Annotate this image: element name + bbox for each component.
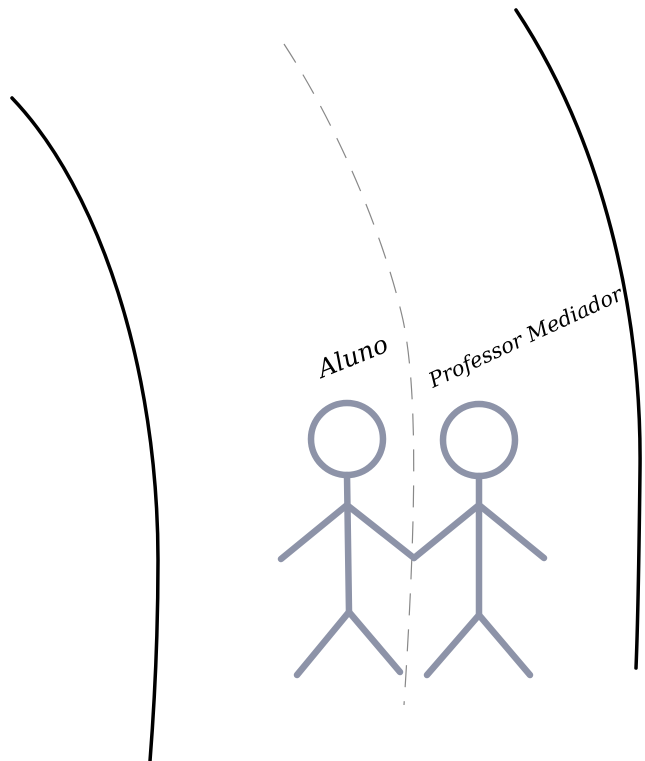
student-stick-figure [277,399,418,679]
student-body [343,471,353,616]
label-professor-mediador: Professor Mediador [424,281,628,393]
student-head [307,399,387,479]
teacher-right-arm [475,501,548,562]
teacher-left-leg [423,611,483,679]
student-right-leg [345,608,404,676]
student-right-arm [343,501,418,562]
road-right-edge [514,8,642,670]
teacher-stick-figure [410,400,548,679]
teacher-head [439,400,519,480]
road-left-edge [10,96,160,761]
road-center-dashed-line [283,43,415,706]
student-left-arm [277,501,351,563]
teacher-left-arm [410,501,483,562]
label-aluno: Aluno [312,329,393,384]
student-left-leg [293,608,353,679]
teacher-right-leg [475,611,534,679]
